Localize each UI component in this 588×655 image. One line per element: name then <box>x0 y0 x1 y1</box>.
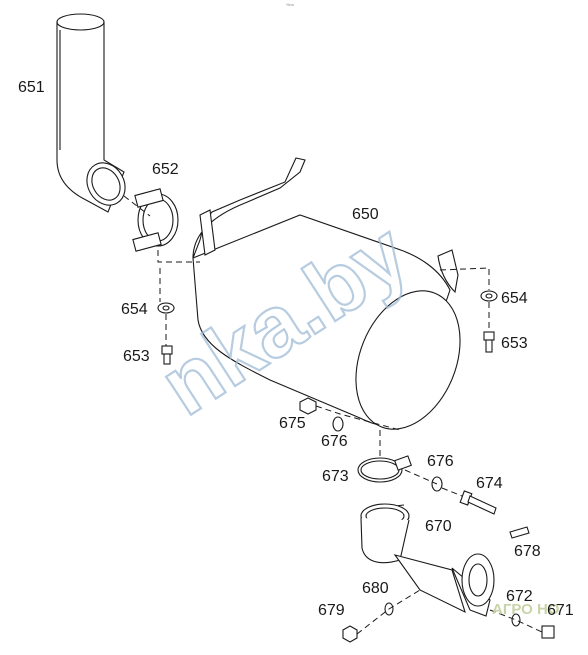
bolt-653-right <box>483 331 495 353</box>
label-654-left: 654 <box>121 301 148 318</box>
label-676-a: 676 <box>321 433 348 450</box>
label-670: 670 <box>425 518 452 535</box>
stud-678 <box>509 526 530 539</box>
corner-logo: АГРО НО <box>492 601 560 618</box>
label-654-right: 654 <box>501 290 528 307</box>
label-651: 651 <box>18 79 45 96</box>
washer-654-right <box>480 290 498 302</box>
label-672: 672 <box>506 588 533 605</box>
label-679: 679 <box>318 602 345 619</box>
label-678: 678 <box>514 543 541 560</box>
washer-676-left <box>332 416 344 432</box>
label-676-b: 676 <box>427 453 454 470</box>
top-marker: %nn <box>286 2 294 7</box>
leader-lines <box>123 195 543 635</box>
label-674: 674 <box>476 475 503 492</box>
muffler-650 <box>192 157 461 430</box>
bolt-653-left <box>161 345 173 365</box>
label-671: 671 <box>547 602 574 619</box>
exhaust-pipe-651 <box>56 13 126 213</box>
label-653-right: 653 <box>501 335 528 352</box>
end-fitting-671 <box>511 613 555 639</box>
washer-654-left <box>157 302 175 314</box>
label-675: 675 <box>279 415 306 432</box>
label-673: 673 <box>322 468 349 485</box>
clamp-673 <box>357 455 412 483</box>
flex-pipe-670 <box>360 503 491 617</box>
label-652: 652 <box>152 161 179 178</box>
label-653-left: 653 <box>123 348 150 365</box>
nut-679 <box>342 625 358 643</box>
nut-675 <box>299 397 317 415</box>
label-650: 650 <box>352 206 379 223</box>
clamp-652 <box>132 188 179 252</box>
label-680: 680 <box>362 580 389 597</box>
flange-672 <box>461 553 495 607</box>
bolt-674 <box>459 490 497 515</box>
